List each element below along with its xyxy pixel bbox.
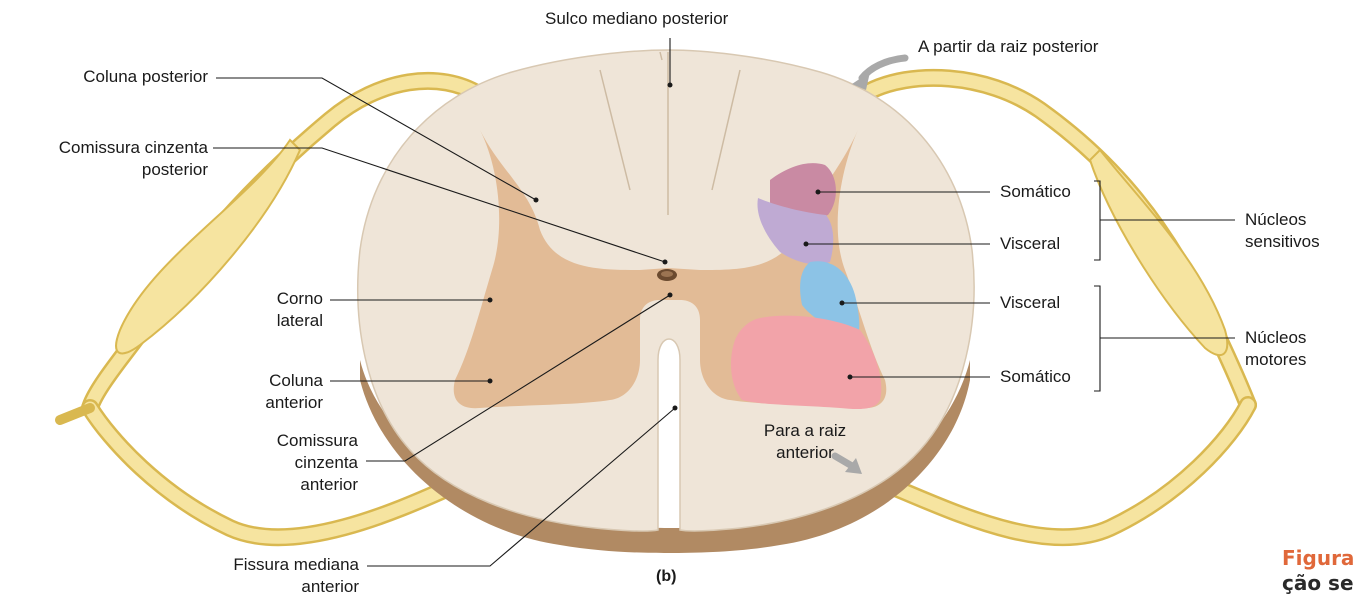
label-fissura-mediana-anterior: Fissura mediana anterior: [190, 554, 359, 598]
label-coluna-anterior: Coluna anterior: [240, 370, 323, 414]
right-ganglion: [1090, 150, 1227, 355]
somatic-motor-nucleus: [731, 316, 881, 409]
label-sulco-mediano-posterior: Sulco mediano posterior: [545, 8, 728, 30]
label-visceral-sensitivo: Visceral: [1000, 233, 1060, 255]
left-spinal-nerve: [60, 408, 90, 420]
label-comissura-cinzenta-posterior: Comissura cinzenta posterior: [8, 137, 208, 181]
label-raiz-anterior: Para a raiz anterior: [748, 420, 862, 464]
label-comissura-cinzenta-anterior: Comissura cinzenta anterior: [240, 430, 358, 496]
label-visceral-motor: Visceral: [1000, 292, 1060, 314]
label-coluna-posterior: Coluna posterior: [40, 66, 208, 88]
label-nucleos-motores: Núcleos motores: [1245, 327, 1306, 371]
figure-caption-word: Figura: [1282, 546, 1354, 570]
label-nucleos-sensitivos: Núcleos sensitivos: [1245, 209, 1320, 253]
label-corno-lateral: Corno lateral: [240, 288, 323, 332]
label-somatico-sensitivo: Somático: [1000, 181, 1071, 203]
label-raiz-posterior: A partir da raiz posterior: [918, 36, 1098, 58]
figure-caption-fragment: ção se: [1282, 571, 1354, 595]
label-somatico-motor: Somático: [1000, 366, 1071, 388]
panel-label: (b): [656, 568, 676, 586]
